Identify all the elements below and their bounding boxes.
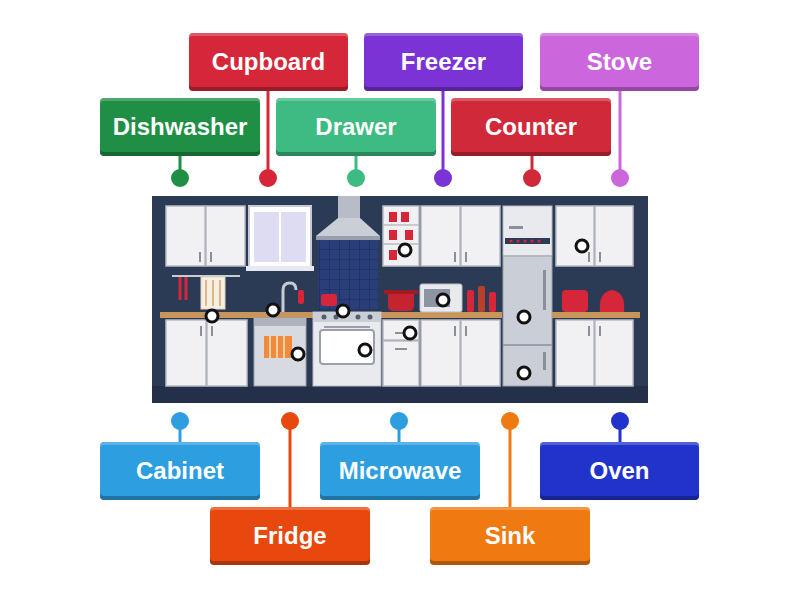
label-text: Fridge (253, 522, 326, 550)
label-text: Sink (485, 522, 536, 550)
label-box: Dishwasher (100, 98, 260, 156)
label-text: Cupboard (212, 48, 325, 76)
label-text: Oven (589, 457, 649, 485)
label-box: Cabinet (100, 442, 260, 500)
label-box: Stove (540, 33, 699, 91)
label-box: Sink (430, 507, 590, 565)
label-text: Cabinet (136, 457, 224, 485)
label-text: Drawer (315, 113, 396, 141)
label-box: Cupboard (189, 33, 348, 91)
label-text: Stove (587, 48, 652, 76)
label-box: Microwave (320, 442, 480, 500)
hotspot-dots (206, 240, 588, 379)
label-box: Fridge (210, 507, 370, 565)
label-text: Freezer (401, 48, 486, 76)
label-box: Oven (540, 442, 699, 500)
label-box: Drawer (276, 98, 436, 156)
label-box: Freezer (364, 33, 523, 91)
label-text: Microwave (339, 457, 462, 485)
label-text: Counter (485, 113, 577, 141)
label-box: Counter (451, 98, 611, 156)
label-text: Dishwasher (113, 113, 248, 141)
